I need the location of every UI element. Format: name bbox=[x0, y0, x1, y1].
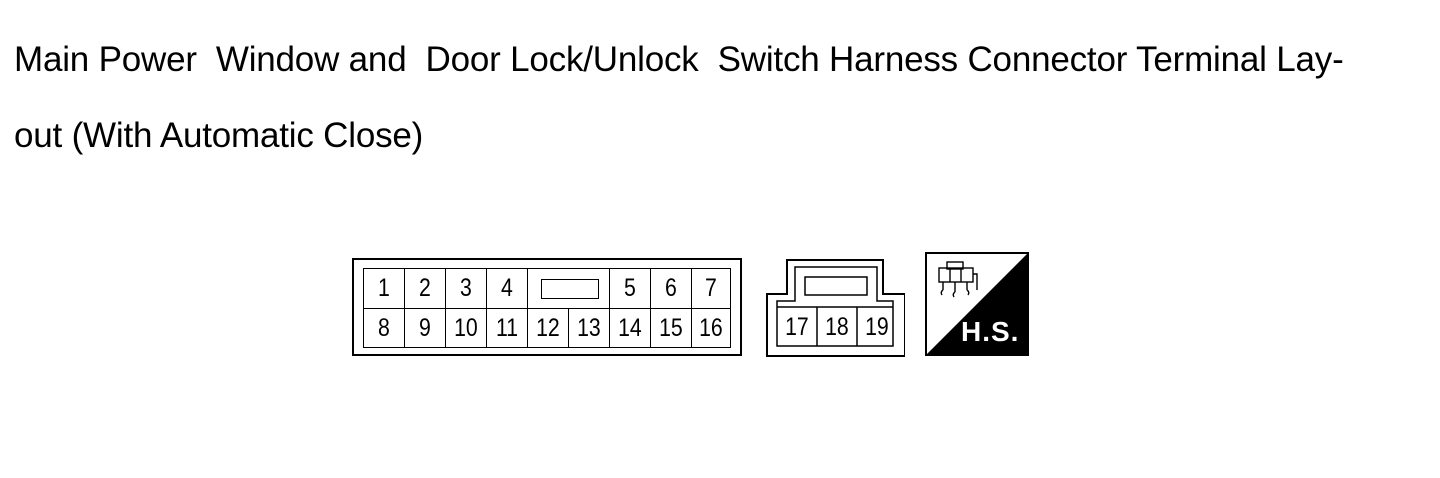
terminal-12: 12 bbox=[528, 309, 569, 347]
terminal-4: 4 bbox=[487, 269, 528, 309]
terminal-1: 1 bbox=[364, 269, 405, 309]
title-part: Window and bbox=[215, 40, 407, 79]
terminal-11: 11 bbox=[487, 309, 528, 347]
diagram-title: Main Power Window and Door Lock/Unlock S… bbox=[14, 22, 1424, 174]
terminal-16: 16 bbox=[699, 313, 723, 342]
terminal-15: 15 bbox=[651, 309, 692, 347]
terminal-13: 13 bbox=[569, 309, 610, 347]
terminal-9: 9 bbox=[405, 309, 446, 347]
terminal-5: 5 bbox=[610, 269, 651, 309]
terminal-18: 18 bbox=[825, 312, 849, 341]
harness-side-badge: H.S. bbox=[925, 252, 1029, 356]
terminal-2: 2 bbox=[405, 269, 446, 309]
title-line-1: Main Power Window and Door Lock/Unlock S… bbox=[14, 22, 1424, 98]
terminal-6: 6 bbox=[651, 269, 692, 309]
title-part: Main Power bbox=[14, 40, 197, 79]
harness-side-icon bbox=[925, 252, 1029, 356]
terminal-3: 3 bbox=[446, 269, 487, 309]
main-connector: 1 2 3 4 5 6 7 8 9 10 11 12 13 14 15 16 bbox=[352, 258, 742, 356]
terminal-7: 7 bbox=[692, 269, 730, 309]
connector-key-cell bbox=[528, 269, 610, 309]
terminal-17: 17 bbox=[785, 312, 809, 341]
small-connector: 17 18 19 bbox=[765, 258, 905, 357]
title-line-2: out (With Automatic Close) bbox=[14, 116, 424, 155]
terminal-10: 10 bbox=[446, 309, 487, 347]
terminal-14: 14 bbox=[610, 309, 651, 347]
harness-side-label: H.S. bbox=[961, 316, 1020, 347]
connector-key-slot bbox=[541, 279, 599, 299]
title-part: Door Lock/Unlock bbox=[425, 40, 699, 79]
title-part: Switch Harness Connector Terminal Lay- bbox=[717, 40, 1344, 79]
terminal-8: 8 bbox=[364, 309, 405, 347]
terminal-19: 19 bbox=[865, 312, 889, 341]
small-connector-outline bbox=[766, 259, 905, 357]
main-connector-face: 1 2 3 4 5 6 7 8 9 10 11 12 13 14 15 16 bbox=[363, 268, 731, 348]
